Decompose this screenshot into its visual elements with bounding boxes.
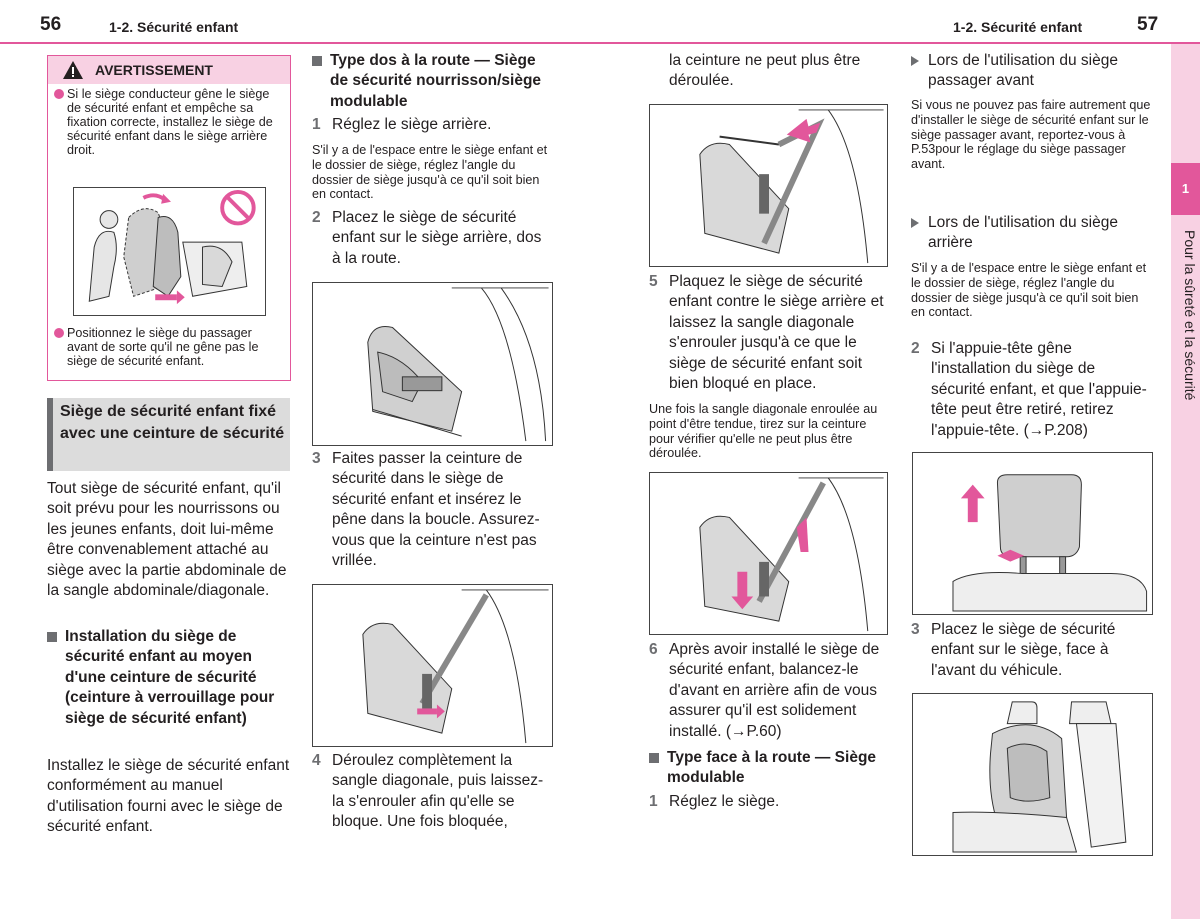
step-number: 1 [312,116,321,133]
step-4: 4 Déroulez complètement la sangle diagon… [312,751,552,833]
triangle-bullet-icon [911,218,919,228]
warning-item-2-text: Positionnez le siège du passager avant d… [67,326,259,368]
step-number: 2 [911,340,920,357]
section-heading: Siège de sécurité enfant fixé avec une c… [47,398,290,471]
step-3: 3 Faites passer la ceinture de sécurité … [312,449,552,571]
figure-step-5 [649,472,888,635]
right-page-number: 57 [1137,14,1159,35]
front-seat-note: Si vous ne pouvez pas faire autrement qu… [911,98,1151,172]
triangle-bullet-icon [911,56,919,66]
warning-box: AVERTISSEMENT Si le siège conducteur gên… [47,55,291,381]
warning-title: AVERTISSEMENT [95,62,213,78]
chapter-title: Pour la sûreté et la sécurité [1182,230,1198,401]
warning-item-1-text: Si le siège conducteur gêne le siège de … [67,87,273,157]
warning-triangle-icon [63,61,83,79]
chapter-number: 1 [1171,163,1200,215]
front-seat-item: Lors de l'utilisation du siège passager … [911,51,1151,92]
warning-item-1: Si le siège conducteur gêne le siège de … [54,87,284,157]
step-text: Réglez le siège arrière. [332,116,492,133]
front-seat-item-text: Lors de l'utilisation du siège passager … [928,52,1118,90]
warning-header: AVERTISSEMENT [48,56,290,84]
install-text: Installez le siège de sécurité enfant co… [47,757,290,836]
step-5: 5 Plaquez le siège de sécurité enfant co… [649,272,889,394]
header-rule [0,42,1200,44]
forward-facing-heading-text: Type face à la route — Siège modulable [667,749,877,787]
bullet-dot-icon [54,328,64,338]
step-text: Placez le siège de sécurité enfant sur l… [332,209,542,267]
figure-forward-seat [912,693,1153,856]
forward-facing-heading: Type face à la route — Siège modulable [649,748,889,789]
step-1-forward: 1 Réglez le siège. [649,792,889,812]
left-section-title: 1-2. Sécurité enfant [109,19,239,35]
note-1: S'il y a de l'espace entre le siège enfa… [312,143,548,202]
figure-headrest [912,452,1153,615]
install-heading-text: Installation du siège de sécurité enfant… [65,628,275,727]
step-number: 6 [649,641,658,658]
rear-seat-item: Lors de l'utilisation du siège arrière [911,213,1151,254]
step-number: 4 [312,752,321,769]
step-text: Faites passer la ceinture de sécurité da… [332,450,540,570]
step-6: 6 Après avoir installé le siège de sécur… [649,640,889,742]
square-bullet-icon [47,632,57,642]
rear-seat-note: S'il y a de l'espace entre le siège enfa… [911,261,1147,320]
rear-facing-heading: Type dos à la route — Siège de sécurité … [312,51,557,112]
rear-seat-item-text: Lors de l'utilisation du siège arrière [928,214,1118,252]
bullet-dot-icon [54,89,64,99]
rear-facing-heading-text: Type dos à la route — Siège de sécurité … [330,52,542,110]
figure-driver-seat-warning [73,187,266,316]
step-2-forward: 2 Si l'appuie-tête gêne l'installation d… [911,339,1151,441]
figure-step-3 [312,584,553,747]
step-text: Plaquez le siège de sécurité enfant cont… [669,273,884,393]
step-text: Déroulez complètement la sangle diagonal… [332,752,544,831]
step-1: 1 Réglez le siège arrière. [312,115,552,135]
left-page-number: 56 [40,14,62,35]
figure-step-2 [312,282,553,446]
step-number: 2 [312,209,321,226]
square-bullet-icon [649,753,659,763]
install-heading: Installation du siège de sécurité enfant… [47,627,287,729]
figure-step-4 [649,104,888,267]
step-text: Si l'appuie-tête gêne l'installation du … [931,340,1147,439]
step-number: 3 [911,621,920,638]
step-text: Placez le siège de sécurité enfant sur l… [931,621,1116,679]
step-number: 3 [312,450,321,467]
step-number: 1 [649,793,658,810]
note-5: Une fois la sangle diagonale enroulée au… [649,402,878,461]
step-text: Après avoir installé le siège de sécurit… [669,641,880,740]
step-4-continued: la ceinture ne peut plus être déroulée. [669,52,861,90]
step-2: 2 Placez le siège de sécurité enfant sur… [312,208,547,269]
step-text: Réglez le siège. [669,793,780,810]
step-number: 5 [649,273,658,290]
warning-item-2: Positionnez le siège du passager avant d… [54,326,284,368]
right-section-title: 1-2. Sécurité enfant [953,19,1083,35]
square-bullet-icon [312,56,322,66]
section-intro: Tout siège de sécurité enfant, qu'il soi… [47,480,287,600]
step-3-forward: 3 Placez le siège de sécurité enfant sur… [911,620,1151,681]
